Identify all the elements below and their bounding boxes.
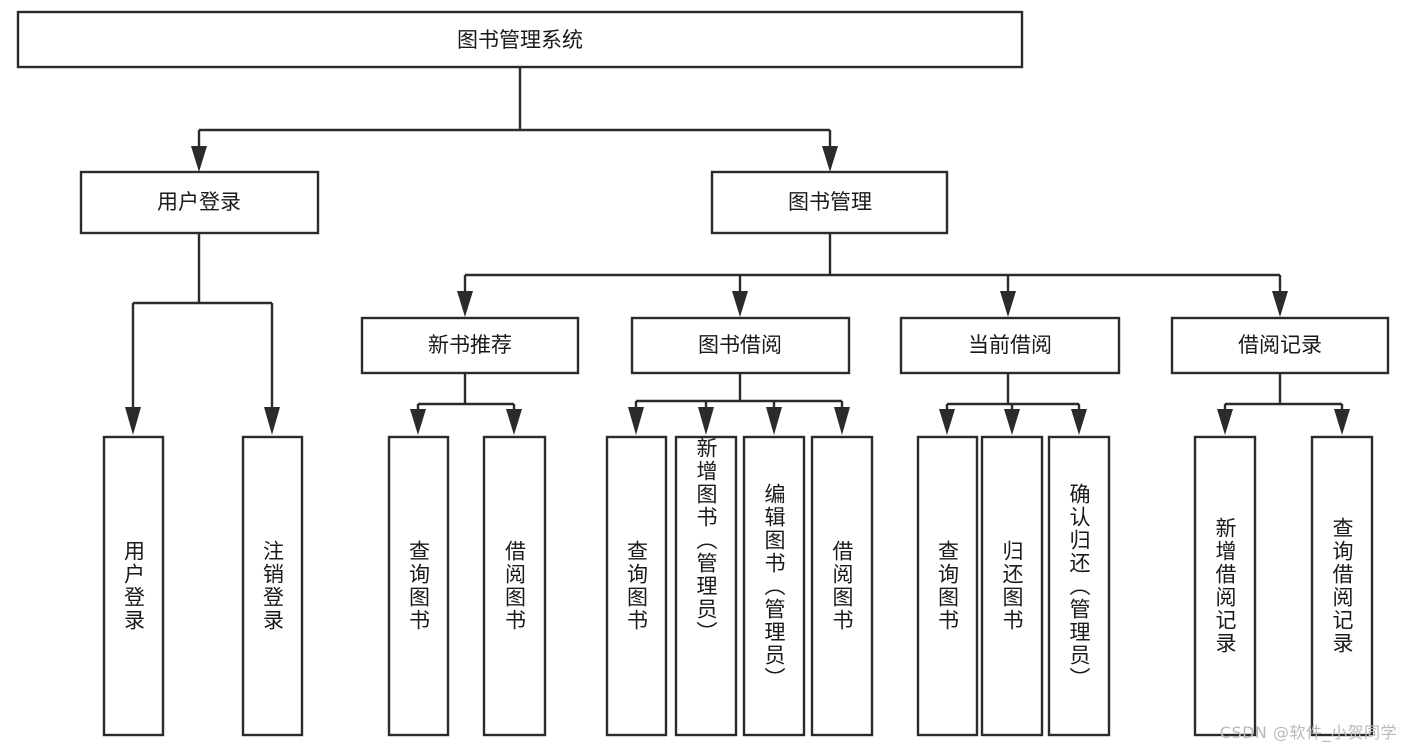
node-leaf-return-book-rect[interactable] xyxy=(980,435,1044,737)
node-current-borrow-rect[interactable] xyxy=(899,316,1121,375)
arrow-head-leaf-user-logout xyxy=(264,407,280,435)
arrow-head-leaf-add-book xyxy=(698,407,714,435)
arrow-head-leaf-user-login xyxy=(125,407,141,435)
node-book-borrow-label: 图书借阅 xyxy=(698,333,782,357)
connector-group-borrow-record-children xyxy=(1217,373,1350,435)
connector-group-current-borrow-children xyxy=(939,373,1087,435)
node-leaf-query-book-borrow-rect[interactable] xyxy=(605,435,668,737)
csdn-watermark: CSDN @软件_小贺同学 xyxy=(1219,723,1397,742)
arrow-head-user-login xyxy=(191,146,207,172)
node-user-login[interactable]: 用户登录 xyxy=(79,170,320,235)
node-borrow-record-rect[interactable] xyxy=(1170,316,1390,375)
node-current-borrow[interactable]: 当前借阅 xyxy=(899,316,1121,375)
arrow-head-leaf-query-book-current xyxy=(939,409,955,435)
connector-group-user-login-children xyxy=(125,233,280,435)
node-new-book-recommend-rect[interactable] xyxy=(360,316,580,375)
arrow-head-leaf-borrow-book-rec xyxy=(506,409,522,435)
arrow-head-leaf-return-book xyxy=(1004,409,1020,435)
node-leaf-borrow-book-rect[interactable] xyxy=(810,435,874,737)
node-leaf-query-book-rec-rect[interactable] xyxy=(387,435,450,737)
node-root[interactable]: 图书管理系统 xyxy=(16,10,1024,69)
node-user-login-label: 用户登录 xyxy=(157,190,241,214)
node-book-manage[interactable]: 图书管理 xyxy=(710,170,949,235)
arrow-head-leaf-query-record xyxy=(1334,409,1350,435)
arrow-head-leaf-borrow-book xyxy=(834,407,850,435)
node-current-borrow-label: 当前借阅 xyxy=(968,333,1052,357)
connector-group-book-manage-children xyxy=(457,233,1288,317)
arrow-head-current-borrow xyxy=(1000,291,1016,317)
node-leaf-query-record-rect[interactable] xyxy=(1310,435,1374,737)
arrow-head-leaf-edit-book xyxy=(766,407,782,435)
node-new-book-recommend-label: 新书推荐 xyxy=(428,333,512,357)
node-leaf-user-logout-rect[interactable] xyxy=(241,435,304,737)
arrow-head-leaf-query-book-rec xyxy=(410,409,426,435)
node-book-manage-rect[interactable] xyxy=(710,170,949,235)
node-borrow-record-label: 借阅记录 xyxy=(1238,333,1322,357)
node-leaf-edit-book-rect[interactable] xyxy=(742,435,806,737)
node-leaf-query-book-current-rect[interactable] xyxy=(916,435,979,737)
connector-group-book-borrow-children xyxy=(628,373,850,435)
node-book-borrow[interactable]: 图书借阅 xyxy=(630,316,851,375)
node-new-book-recommend[interactable]: 新书推荐 xyxy=(360,316,580,375)
node-root-label: 图书管理系统 xyxy=(457,28,583,52)
node-leaf-user-login-rect[interactable] xyxy=(102,435,165,737)
node-leaf-borrow-book-rec-rect[interactable] xyxy=(482,435,547,737)
node-leaf-confirm-return-rect[interactable] xyxy=(1047,435,1111,737)
leaf-node-rects xyxy=(102,435,1374,737)
arrow-head-book-borrow xyxy=(732,291,748,317)
arrow-head-borrow-record xyxy=(1272,291,1288,317)
node-leaf-add-book-rect[interactable] xyxy=(674,435,738,737)
node-leaf-add-record-rect[interactable] xyxy=(1193,435,1257,737)
arrow-head-leaf-add-record xyxy=(1217,409,1233,435)
connector-group-new-book-recommend-children xyxy=(410,373,522,435)
node-book-borrow-rect[interactable] xyxy=(630,316,851,375)
arrow-head-new-book-recommend xyxy=(457,291,473,317)
arrow-head-leaf-confirm-return xyxy=(1071,409,1087,435)
node-user-login-rect[interactable] xyxy=(79,170,320,235)
connector-group-root-to-level2 xyxy=(191,67,838,172)
arrow-head-book-manage xyxy=(822,146,838,172)
arrow-head-leaf-query-book-borrow xyxy=(628,407,644,435)
node-root-rect[interactable] xyxy=(16,10,1024,69)
node-borrow-record[interactable]: 借阅记录 xyxy=(1170,316,1390,375)
node-book-manage-label: 图书管理 xyxy=(788,190,872,214)
